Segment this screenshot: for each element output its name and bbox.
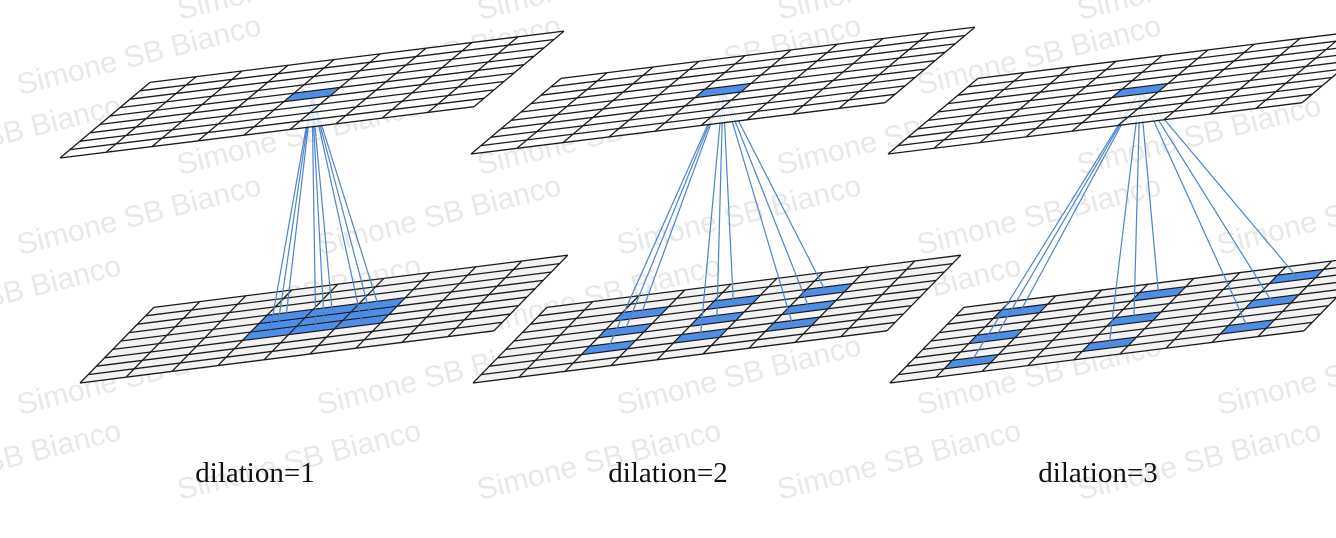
watermark-text: Simone SB Bianco [1214,169,1336,262]
connection-line [269,94,313,334]
output-map-surface [888,34,1336,154]
connection-line [277,94,313,325]
watermark-text: Simone SB Bianco [774,414,1025,507]
watermark-text: Simone SB Bianco [314,169,565,262]
connection-line [624,90,724,331]
connection-line [716,90,724,320]
connection-line [311,94,363,322]
kernel-connections [970,90,1297,363]
connection-line [1108,90,1141,345]
connection-line [699,90,724,336]
connection-line [640,90,724,315]
connection-line [1133,90,1141,320]
output-cell [693,82,753,99]
output-cell [1110,82,1170,99]
panel-dilation-1 [59,30,569,384]
connection-line [722,90,810,308]
connection-line [311,94,325,320]
receptive-field-cell [704,294,762,311]
connection-line [1019,90,1141,312]
kernel-connections [607,90,826,348]
output-feature-map [887,33,1336,155]
receptive-field-cell [796,282,854,299]
connection-line [995,90,1141,337]
watermark-text: Simone SB Bianco [0,249,124,342]
panel-dilation-2 [470,26,976,384]
output-map-grid-lines [470,26,976,155]
input-feature-map [889,259,1336,384]
connection-line [285,94,313,317]
connection-line [970,90,1141,363]
watermark-text: Simone SB Bianco [0,414,124,507]
connection-line [1139,90,1297,277]
panel-dilation-3 [887,33,1336,384]
connection-line [722,90,734,303]
connection-line [607,90,724,348]
connection-line [722,90,794,325]
connection-line [1139,90,1273,303]
connection-line [311,94,317,328]
connection-line [311,94,379,306]
output-cell [282,86,342,103]
watermark-text: Simone SB Bianco [14,169,265,262]
output-feature-map [470,26,976,155]
watermark-text: Simone SB Bianco [614,169,865,262]
watermark-text: Simone SB Bianco [1214,329,1336,422]
watermark-text: Simone SB Bianco [0,0,124,27]
caption-dilation-1: dilation=1 [195,457,314,489]
output-feature-map [59,30,565,159]
connection-line [311,94,333,311]
watermark-text: Simone SB Bianco [914,169,1165,262]
caption-dilation-3: dilation=3 [1038,457,1157,489]
caption-dilation-2: dilation=2 [608,457,727,489]
connection-line [722,90,826,291]
connection-line [1139,90,1248,328]
connection-line [311,94,371,314]
kernel-connections [269,94,379,334]
connection-line [1139,90,1160,294]
